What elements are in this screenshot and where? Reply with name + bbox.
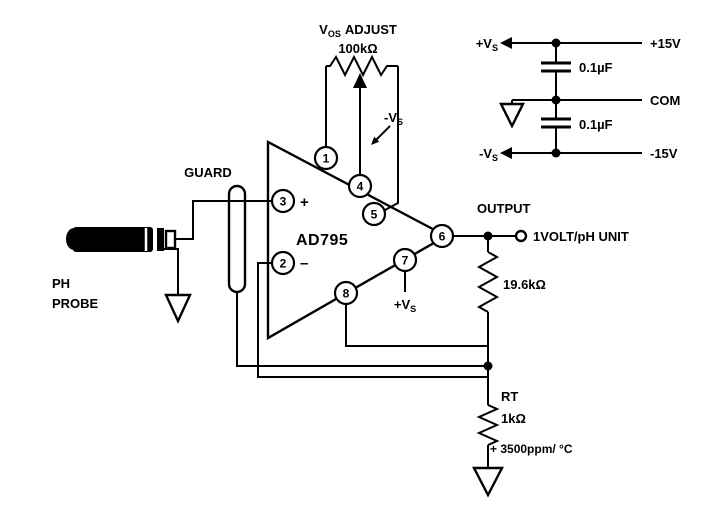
vos-adjust-label: VOS ADJUST: [319, 22, 397, 39]
vos-adjust-sub: OS: [328, 29, 341, 39]
noninverting-input-sign: +: [300, 194, 309, 211]
probe-connector-ring: [157, 228, 164, 251]
opamp-pin-4-number: 4: [357, 180, 364, 194]
neg-rail-junction-dot: [551, 148, 561, 158]
inverting-input-sign: –: [300, 255, 308, 272]
pot-neg-vs-main: -V: [384, 110, 397, 125]
wire-pin2-to-node: [257, 262, 488, 378]
vos-adjust-rest: ADJUST: [345, 22, 397, 37]
pos-vs-rail-label: +VS: [476, 36, 498, 53]
output-junction-dot: [483, 231, 493, 241]
pot-neg-vs-sub: S: [397, 117, 403, 127]
opamp-pin-2-number: 2: [280, 257, 287, 271]
opamp-section: [266, 140, 449, 341]
opamp-pin-5-circle: [361, 201, 387, 227]
output-unit-label: 1VOLT/pH UNIT: [533, 229, 629, 244]
guard-label: GUARD: [184, 165, 232, 180]
opamp-part-label: AD795: [296, 232, 348, 249]
opamp-pin-7-circle: [392, 247, 418, 273]
rt-value-label: 1kΩ: [501, 411, 526, 426]
opamp-pin-6-circle: [429, 223, 455, 249]
probe-label-line2: PROBE: [52, 296, 99, 311]
feedback-resistor-body: [476, 251, 500, 313]
feedback-section: [257, 262, 488, 378]
pin7-pos-vs-sub: S: [410, 304, 416, 314]
com-ground-symbol: [499, 102, 525, 129]
opamp-pin-8-number: 8: [343, 287, 350, 301]
pos-vs-rail-main: +V: [476, 36, 493, 51]
pot-wiper-arrow: [353, 73, 367, 88]
wire-probe-shell-to-ground: [163, 248, 179, 295]
wire-pot-to-pin5: [384, 66, 399, 211]
opamp-pin-4-circle: [347, 173, 373, 199]
offset-adjust-section: [325, 54, 399, 211]
wire-probe-to-pin3: [175, 200, 272, 240]
neg-vs-leader-arrowhead: [371, 136, 380, 145]
wire-pin8-to-node: [345, 304, 488, 347]
input-section: [66, 184, 484, 367]
opamp-pins: 1 2 3 4 5 6 7 8: [270, 145, 455, 306]
output-section: [453, 229, 528, 498]
probe-label-line1: PH: [52, 276, 70, 291]
opamp-pin-8-circle: [333, 280, 359, 306]
output-terminal: [514, 229, 528, 243]
opamp-pin-7-number: 7: [402, 254, 409, 268]
rt-name-label: RT: [501, 389, 518, 404]
pot-value-label: 100kΩ: [338, 41, 377, 56]
pos-vs-arrow: [500, 37, 512, 49]
pos-rail-voltage-label: +15V: [650, 36, 681, 51]
opamp-pin-6-number: 6: [439, 230, 446, 244]
feedback-resistor-label: 19.6kΩ: [503, 277, 546, 292]
neg-rail-voltage-label: -15V: [650, 146, 678, 161]
output-label: OUTPUT: [477, 201, 531, 216]
pin7-pos-vs-label: +VS: [394, 297, 416, 314]
probe-ground-symbol: [164, 293, 192, 324]
vos-adjust-v: V: [319, 22, 328, 37]
neg-vs-rail-label: -VS: [479, 146, 498, 163]
pos-vs-rail-sub: S: [492, 43, 498, 53]
pin7-pos-vs-main: +V: [394, 297, 411, 312]
opamp-pin-3-number: 3: [280, 195, 287, 209]
opamp-pin-5-number: 5: [371, 208, 378, 222]
opamp-pin-2-circle: [270, 250, 296, 276]
probe-body: [73, 227, 153, 252]
power-supply-section: [499, 37, 642, 159]
cap2-value-label: 0.1µF: [579, 117, 613, 132]
opamp-pin-1-number: 1: [323, 152, 330, 166]
neg-vs-arrow: [500, 147, 512, 159]
neg-vs-rail-main: -V: [479, 146, 492, 161]
cap1-value-label: 0.1µF: [579, 60, 613, 75]
com-label: COM: [650, 93, 680, 108]
wire-guard-to-node: [236, 292, 484, 367]
opamp-triangle: [266, 140, 449, 341]
rt-tempco-label: + 3500ppm/ °C: [490, 442, 573, 456]
feedback-junction-dot: [483, 361, 493, 371]
pot-resistor-body: [326, 54, 398, 78]
pot-neg-vs-label: -VS: [384, 110, 403, 127]
opamp-pin-1-circle: [313, 145, 339, 171]
neg-vs-rail-sub: S: [492, 153, 498, 163]
rt-resistor-body: [476, 404, 500, 446]
output-ground-symbol: [472, 466, 504, 498]
probe-connector-pin-housing: [164, 229, 177, 250]
opamp-pin-3-circle: [270, 188, 296, 214]
